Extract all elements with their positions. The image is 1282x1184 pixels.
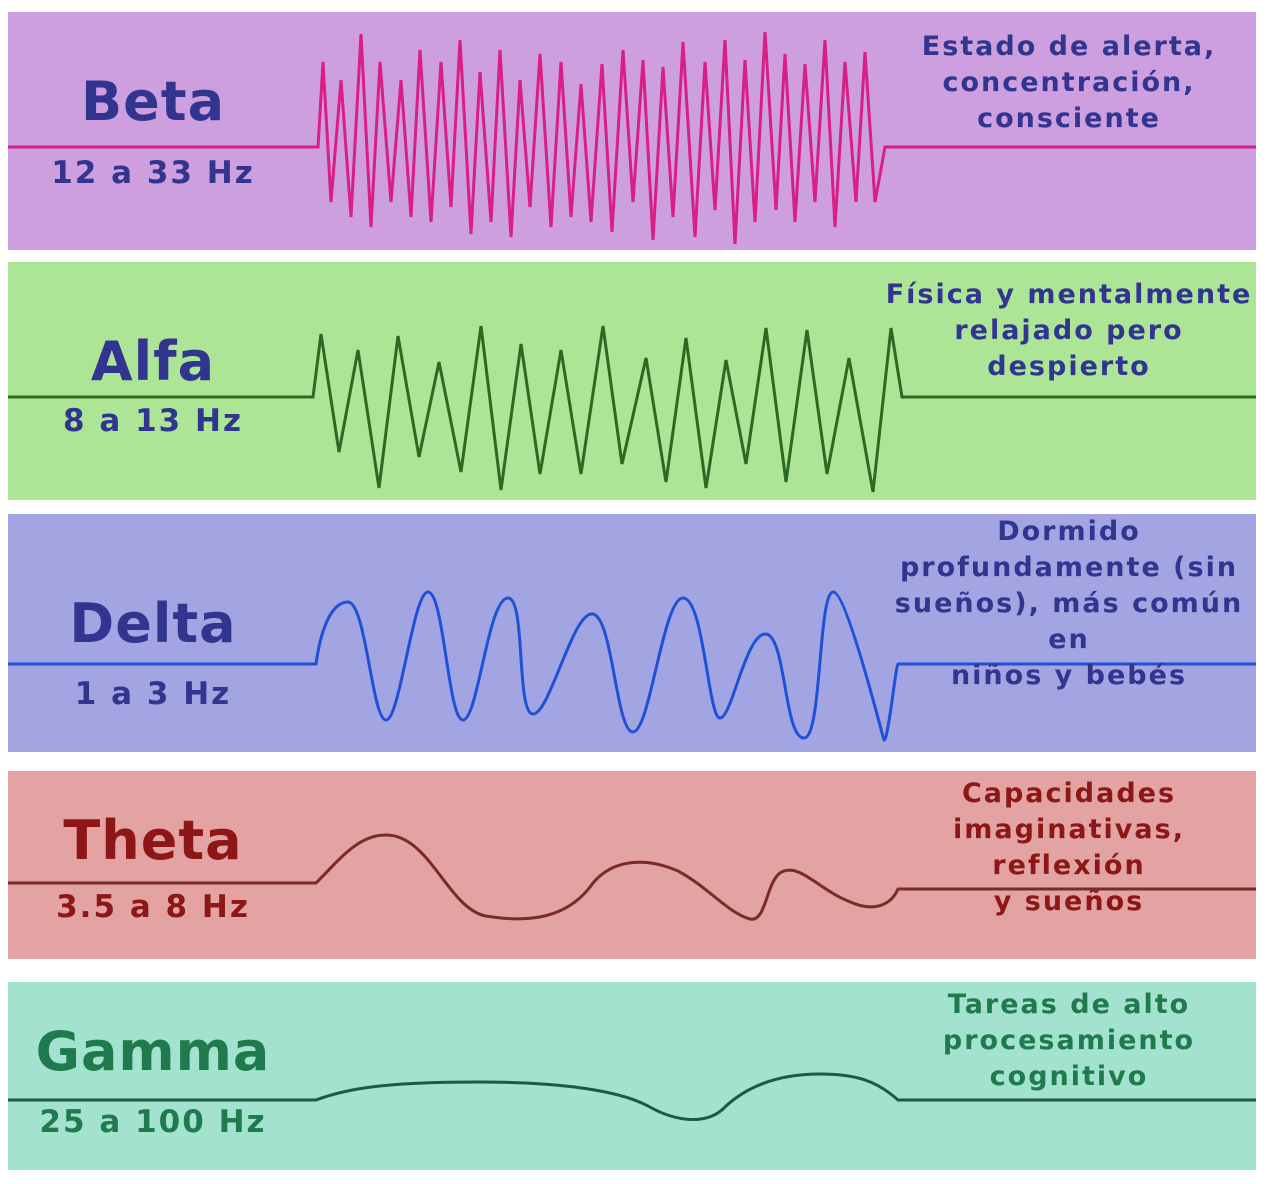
- description-line: Tareas de alto: [947, 989, 1191, 1020]
- description-line: Física y mentalmente: [885, 279, 1253, 310]
- band-frequency: 12 a 33 Hz: [51, 155, 255, 191]
- description-line: Capacidades: [961, 778, 1177, 809]
- description-line: y sueños: [993, 886, 1145, 917]
- description-line: procesamiento: [942, 1025, 1196, 1056]
- description-line: cognitivo: [989, 1061, 1149, 1092]
- description-line: profundamente (sin: [899, 552, 1239, 583]
- beta-wave: [8, 31, 1256, 245]
- gamma-wave: [8, 1072, 1256, 1121]
- description-line: Dormido: [997, 516, 1141, 547]
- description-line: despierto: [987, 351, 1151, 382]
- description-line: consciente: [977, 103, 1161, 134]
- band-description: Tareas de alto procesamiento cognitivo: [874, 987, 1264, 1095]
- band-name: Alfa: [90, 330, 216, 393]
- band-description: Física y mentalmente relajado pero despi…: [874, 277, 1264, 385]
- theta-wave: [8, 833, 1256, 921]
- band-frequency: 1 a 3 Hz: [74, 676, 232, 712]
- description-line: concentración,: [942, 67, 1196, 98]
- band-frequency: 25 a 100 Hz: [39, 1104, 267, 1140]
- description-line: Estado de alerta,: [921, 31, 1217, 62]
- band-name: Beta: [80, 70, 226, 133]
- band-description: Dormido profundamente (sin sueños), más …: [874, 514, 1264, 694]
- band-theta: Theta 3.5 a 8 Hz Capacidades imaginativa…: [8, 771, 1256, 959]
- description-line: relajado pero: [954, 315, 1184, 346]
- description-line: niños y bebés: [950, 660, 1188, 691]
- band-name: Theta: [63, 809, 243, 872]
- description-line: sueños), más común en: [894, 588, 1244, 655]
- alfa-wave: [8, 325, 1256, 493]
- delta-wave: [8, 590, 1256, 742]
- band-description: Capacidades imaginativas, reflexión y su…: [874, 776, 1264, 920]
- band-name: Gamma: [35, 1020, 271, 1083]
- description-line: imaginativas, reflexión: [953, 814, 1185, 881]
- band-frequency: 8 a 13 Hz: [63, 403, 243, 439]
- band-delta: Delta 1 a 3 Hz Dormido profundamente (si…: [8, 514, 1256, 752]
- band-frequency: 3.5 a 8 Hz: [56, 889, 250, 925]
- band-description: Estado de alerta, concentración, conscie…: [874, 29, 1264, 137]
- band-alfa: Alfa 8 a 13 Hz Física y mentalmente rela…: [8, 262, 1256, 500]
- band-beta: Beta 12 a 33 Hz Estado de alerta, concen…: [8, 12, 1256, 250]
- band-name: Delta: [69, 592, 237, 655]
- band-gamma: Gamma 25 a 100 Hz Tareas de alto procesa…: [8, 982, 1256, 1170]
